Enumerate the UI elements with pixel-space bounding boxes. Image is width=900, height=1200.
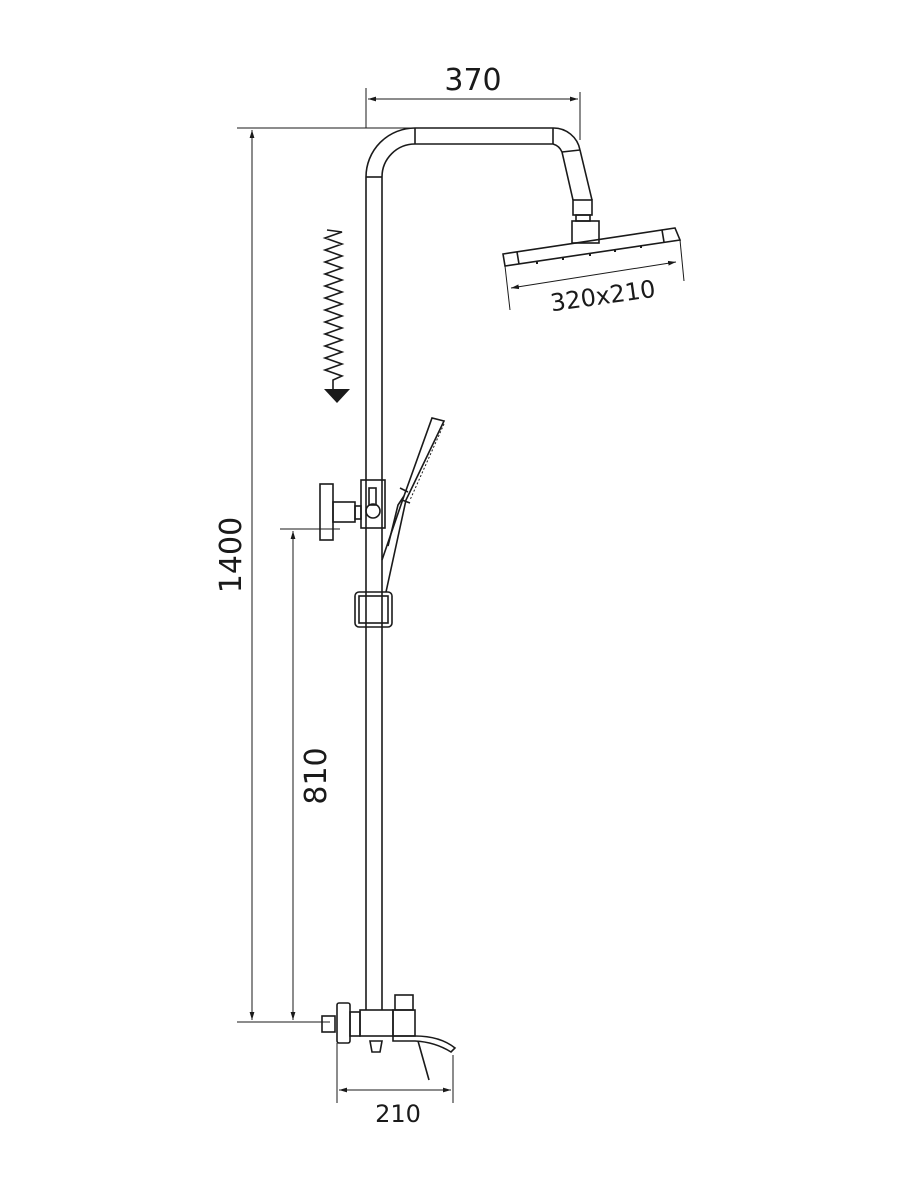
diverter-knob[interactable] — [319, 483, 362, 541]
bath-mixer — [321, 994, 457, 1081]
spout-length-label: 210 — [375, 1100, 421, 1128]
total-height-dimension: 1400 — [214, 127, 445, 1023]
mixer-lever[interactable] — [395, 995, 413, 1010]
riser-pipe — [365, 127, 593, 1010]
height-adjust-arrow-icon — [322, 229, 350, 403]
rain-shower-head: 320x210 — [502, 227, 685, 317]
spout-length-dimension: 210 — [336, 1043, 454, 1128]
slider-height-dimension: 810 — [280, 528, 340, 1020]
slider-height-label: 810 — [299, 747, 334, 804]
hand-shower-holder — [354, 591, 393, 628]
hand-shower[interactable] — [381, 417, 446, 593]
head-size-label: 320x210 — [549, 275, 658, 317]
total-height-label: 1400 — [214, 517, 249, 593]
head-connector — [571, 199, 600, 244]
arm-length-label: 370 — [444, 63, 501, 98]
arm-length-dimension: 370 — [365, 63, 581, 140]
holder-inner — [358, 595, 389, 624]
slider-bracket — [360, 479, 386, 529]
